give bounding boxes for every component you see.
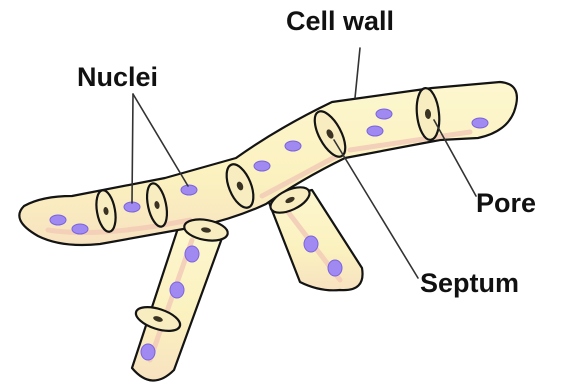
nucleus (304, 236, 318, 252)
nucleus (72, 224, 88, 234)
nucleus (185, 246, 199, 262)
nuclei-label: Nuclei (77, 64, 158, 91)
nucleus (170, 282, 184, 298)
nucleus (285, 141, 301, 151)
cell-wall-leader (355, 48, 360, 98)
nucleus (328, 260, 342, 276)
nucleus (254, 161, 270, 171)
nuclei-leader-2 (133, 94, 188, 186)
nucleus (141, 344, 155, 360)
septum-label: Septum (420, 270, 519, 297)
pore-label: Pore (476, 190, 536, 217)
nucleus (50, 215, 66, 225)
nucleus (472, 118, 488, 128)
nucleus (181, 185, 197, 195)
cell-wall-label: Cell wall (286, 8, 394, 35)
nucleus (376, 109, 392, 119)
nuclei-leader-1 (132, 94, 133, 203)
nucleus (367, 126, 383, 136)
